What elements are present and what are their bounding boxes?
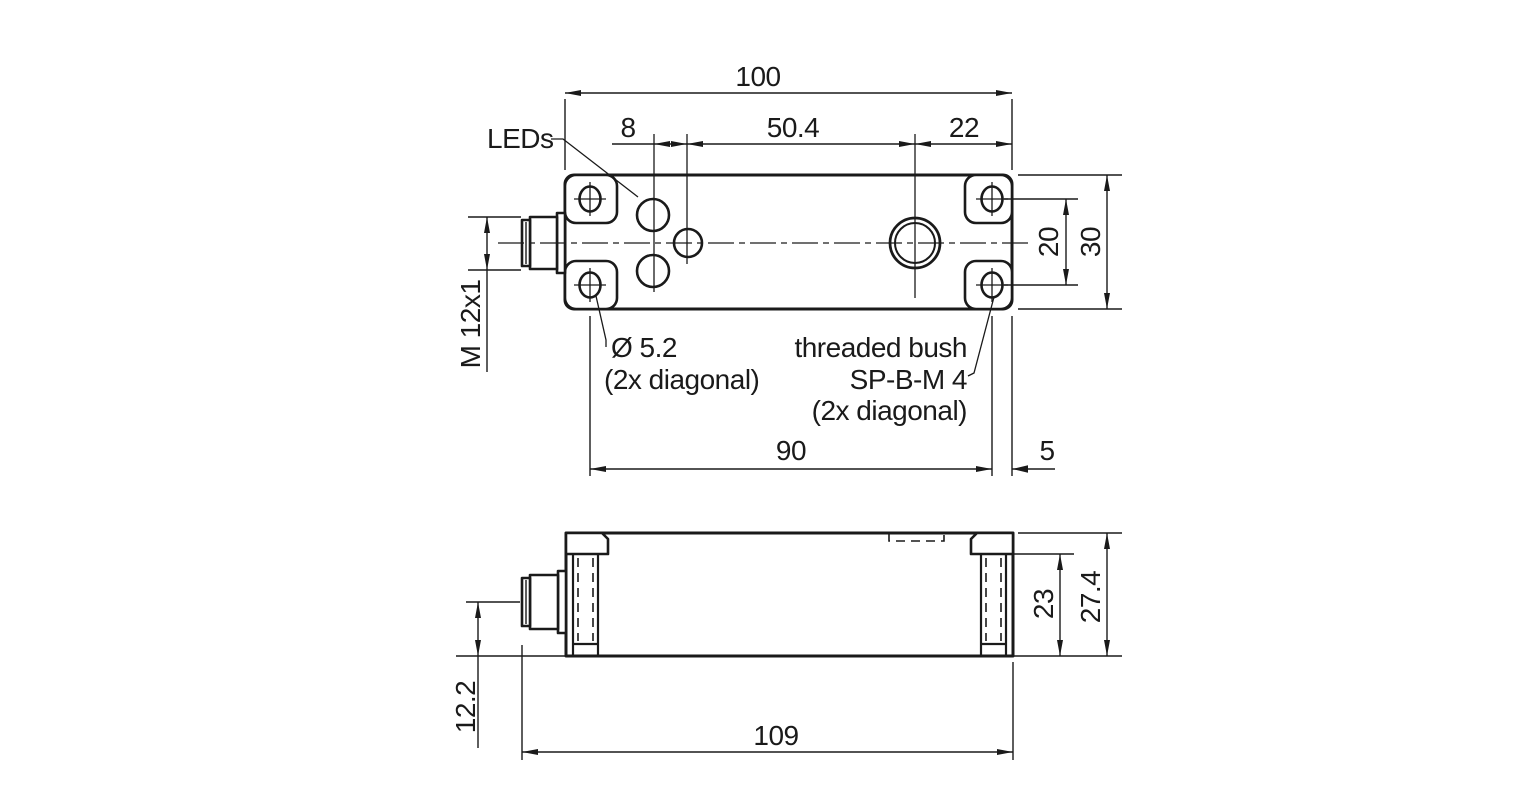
threaded-bush-leader-line bbox=[967, 296, 995, 377]
hidden-hole-edge bbox=[888, 533, 945, 542]
dim-hole-spacing-50-4: 50.4 bbox=[687, 112, 915, 147]
leds-callout: LEDs bbox=[487, 123, 639, 198]
dim-text-30: 30 bbox=[1075, 227, 1106, 257]
hole-diameter-note: (2x diagonal) bbox=[604, 364, 759, 395]
leds-leader-line bbox=[551, 138, 639, 198]
dim-connector-axis-12-2: 12.2 bbox=[450, 601, 520, 748]
dim-text-23: 23 bbox=[1028, 589, 1059, 619]
side-view-dimensions: 12.2 23 27.4 109 bbox=[450, 533, 1110, 760]
clamp-cap-left bbox=[564, 531, 610, 556]
led-circle-top bbox=[635, 197, 671, 233]
dim-text-100: 100 bbox=[735, 61, 780, 92]
dim-overall-length-100: 100 bbox=[564, 61, 1013, 170]
dim-led-offset-8: 8 bbox=[612, 112, 687, 147]
dim-text-8: 8 bbox=[620, 112, 635, 143]
leds-label: LEDs bbox=[487, 123, 553, 154]
dim-bush-to-edge-5: 5 bbox=[1011, 316, 1055, 476]
connector-m12-side-view bbox=[520, 569, 568, 635]
dim-text-50-4: 50.4 bbox=[767, 112, 820, 143]
dim-body-height-23: 23 bbox=[1028, 554, 1063, 656]
dim-bush-spacing-90: 90 bbox=[589, 316, 993, 476]
hole-diameter-label: Ø 5.2 bbox=[611, 332, 677, 363]
threaded-bush-label: threaded bush bbox=[794, 332, 967, 363]
dim-hole-to-edge-22: 22 bbox=[915, 112, 1012, 147]
clamp-slot-right bbox=[979, 554, 1008, 656]
led-circle-bottom bbox=[635, 253, 671, 289]
dim-connector-thread-m12x1: M 12x1 bbox=[455, 216, 521, 372]
threaded-bush-callout: threaded bush SP-B-M 4 (2x diagonal) bbox=[794, 296, 995, 426]
side-view-housing-outline bbox=[564, 531, 1015, 658]
hole-diameter-leader-line bbox=[595, 295, 607, 347]
dim-text-22: 22 bbox=[949, 112, 979, 143]
dim-text-109: 109 bbox=[753, 720, 798, 751]
dim-overall-length-109: 109 bbox=[521, 645, 1014, 760]
clamp-cap-right bbox=[969, 531, 1015, 556]
threaded-bush-note: (2x diagonal) bbox=[812, 395, 967, 426]
bush-hole-bottom-right bbox=[976, 268, 1008, 302]
top-view bbox=[498, 134, 1032, 311]
bush-hole-top-right bbox=[976, 182, 1008, 216]
dim-text-27-4: 27.4 bbox=[1075, 571, 1106, 624]
dim-overall-height-27-4: 27.4 bbox=[1075, 533, 1110, 656]
dim-overall-width-30: 30 bbox=[1018, 174, 1122, 310]
top-view-dimensions: 100 8 50.4 22 LEDs 20 bbox=[455, 61, 1122, 476]
dim-text-12-2: 12.2 bbox=[450, 681, 481, 734]
dim-text-20: 20 bbox=[1033, 227, 1064, 257]
top-view-housing-outline bbox=[563, 173, 1014, 311]
side-view bbox=[456, 531, 1122, 658]
threaded-bush-type: SP-B-M 4 bbox=[850, 364, 967, 395]
bush-hole-top-left bbox=[574, 182, 606, 216]
dim-text-90: 90 bbox=[776, 435, 806, 466]
hole-diameter-callout: Ø 5.2 (2x diagonal) bbox=[595, 295, 760, 395]
dim-text-5: 5 bbox=[1039, 435, 1054, 466]
dim-text-m12x1: M 12x1 bbox=[455, 280, 486, 369]
dim-bush-spacing-20: 20 bbox=[1004, 198, 1078, 286]
clamp-slot-left bbox=[571, 554, 600, 656]
bush-hole-bottom-left bbox=[574, 268, 606, 302]
